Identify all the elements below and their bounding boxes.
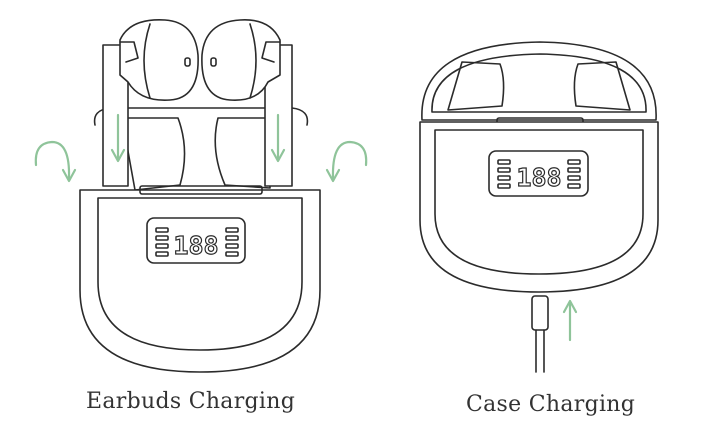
led-display [146, 217, 246, 264]
battery-bars-icon-left [497, 159, 511, 189]
right-tray-cavity [214, 117, 271, 189]
battery-bars-icon-right [225, 227, 239, 257]
led-display [488, 150, 589, 197]
earbuds-charging-illustration: 188 [34, 19, 368, 373]
led-digits: 188 [173, 231, 218, 260]
charging-case-inner-outline [434, 129, 644, 275]
charging-case-inner-outline [97, 197, 303, 351]
battery-bars-icon-right [567, 159, 581, 189]
green-arrow-icon-up [562, 299, 578, 342]
case-lid-inner [431, 53, 647, 113]
charging-case-body [419, 121, 659, 293]
usb-connector [531, 295, 549, 331]
green-arrow-icon-down-left [110, 113, 126, 163]
green-arrow-icon-curve-right [325, 140, 368, 183]
case-lid-rim [93, 107, 309, 126]
case-charging-illustration: 188 [419, 41, 659, 373]
charging-cable [531, 295, 549, 373]
green-arrow-icon-curve-left [34, 140, 77, 183]
charging-case-body [79, 189, 321, 373]
led-digits: 188 [516, 163, 561, 192]
case-hinge-slot [139, 185, 263, 195]
right-earbud-sensor [210, 57, 217, 67]
case-charging-caption: Case Charging [466, 392, 636, 417]
left-earbud [102, 19, 199, 187]
left-earbud-head [119, 19, 199, 101]
earbuds-charging-caption: Earbuds Charging [86, 389, 296, 414]
left-earbud-sensor [184, 57, 191, 67]
lid-window-right [573, 61, 631, 111]
green-arrow-icon-down-right [270, 113, 286, 163]
left-tray-cavity [121, 117, 186, 191]
battery-bars-icon-left [155, 227, 169, 257]
right-earbud-head [201, 19, 281, 101]
lid-window-left [447, 61, 505, 111]
